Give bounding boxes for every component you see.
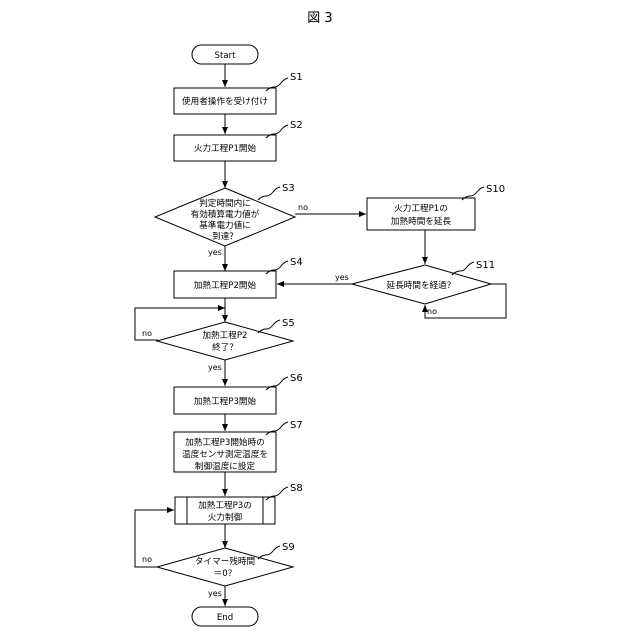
s9-leader bbox=[258, 546, 280, 559]
s3-text-line1: 判定時間内に bbox=[199, 197, 251, 209]
s9-yes-label: yes bbox=[208, 589, 222, 598]
s11-leader bbox=[452, 262, 474, 275]
s9-id-label: S9 bbox=[282, 542, 295, 553]
s3-no-label: no bbox=[298, 203, 308, 212]
decision-s3: 判定時間内に 有効積算電力値が 基準電力値に 到達？ bbox=[155, 188, 295, 246]
s7-id-label: S7 bbox=[290, 420, 303, 431]
step-s8: 加熱工程P3の 火力制御 bbox=[175, 497, 275, 524]
s6-id-label: S6 bbox=[290, 373, 303, 384]
s5-leader bbox=[258, 320, 280, 333]
step-s2: 火力工程P1開始 bbox=[174, 135, 276, 161]
decision-s11: 延長時間を経過？ bbox=[352, 265, 491, 304]
s8-text-line1: 加熱工程P3の bbox=[198, 499, 252, 511]
s4-text: 加熱工程P2開始 bbox=[194, 279, 257, 291]
decision-s9: タイマー残時間 ＝0？ bbox=[157, 548, 293, 586]
s7-text-line3: 制御温度に設定 bbox=[195, 460, 256, 472]
s7-text-line2: 温度センサ測定温度を bbox=[182, 448, 268, 460]
s5-id-label: S5 bbox=[282, 318, 295, 329]
step-s1: 使用者操作を受け付け bbox=[174, 88, 276, 114]
s11-yes-label: yes bbox=[335, 273, 349, 282]
s10-id-label: S10 bbox=[486, 184, 505, 195]
loop-s9-no bbox=[135, 510, 174, 567]
s3-text-line3: 基準電力値に bbox=[199, 219, 251, 231]
s5-text-line2: 終了？ bbox=[212, 341, 238, 353]
step-s10: 火力工程P1の 加熱時間を延長 bbox=[367, 198, 475, 230]
step-s4: 加熱工程P2開始 bbox=[174, 271, 276, 298]
end-terminal: End bbox=[192, 607, 258, 626]
s10-text-line2: 加熱時間を延長 bbox=[391, 215, 452, 227]
s7-text-line1: 加熱工程P3開始時の bbox=[185, 436, 264, 448]
end-label: End bbox=[217, 613, 233, 623]
s5-yes-label: yes bbox=[208, 363, 222, 372]
s3-text-line4: 到達？ bbox=[212, 230, 238, 242]
s9-text-line1: タイマー残時間 bbox=[195, 555, 255, 567]
s10-text-line1: 火力工程P1の bbox=[394, 202, 448, 214]
s2-text: 火力工程P1開始 bbox=[194, 142, 257, 154]
s5-no-label: no bbox=[142, 329, 152, 338]
start-label: Start bbox=[215, 51, 237, 61]
s8-text-line2: 火力制御 bbox=[208, 511, 243, 523]
s5-text-line1: 加熱工程P2 bbox=[202, 329, 247, 341]
s11-id-label: S11 bbox=[476, 260, 495, 271]
s11-text: 延長時間を経過？ bbox=[387, 279, 456, 291]
step-reference-labels: S1 S2 S3 S4 S5 S6 S7 S8 S9 S10 S11 bbox=[258, 72, 505, 559]
s8-id-label: S8 bbox=[290, 483, 303, 494]
s2-id-label: S2 bbox=[290, 120, 303, 131]
s1-id-label: S1 bbox=[290, 72, 303, 83]
s9-text-line2: ＝0？ bbox=[214, 569, 237, 579]
s11-no-label: no bbox=[427, 307, 437, 316]
step-s6: 加熱工程P3開始 bbox=[174, 387, 276, 414]
decision-s5: 加熱工程P2 終了？ bbox=[157, 322, 293, 360]
s3-leader bbox=[258, 187, 280, 200]
s3-yes-label: yes bbox=[208, 248, 222, 257]
s1-text: 使用者操作を受け付け bbox=[182, 95, 268, 107]
s3-id-label: S3 bbox=[282, 183, 295, 194]
figure-title: 図 3 bbox=[307, 11, 332, 26]
start-terminal: Start bbox=[192, 45, 258, 64]
s4-id-label: S4 bbox=[290, 257, 303, 268]
s6-text: 加熱工程P3開始 bbox=[194, 395, 257, 407]
step-s7: 加熱工程P3開始時の 温度センサ測定温度を 制御温度に設定 bbox=[174, 432, 276, 472]
s9-no-label: no bbox=[142, 555, 152, 564]
s3-text-line2: 有効積算電力値が bbox=[191, 208, 260, 220]
